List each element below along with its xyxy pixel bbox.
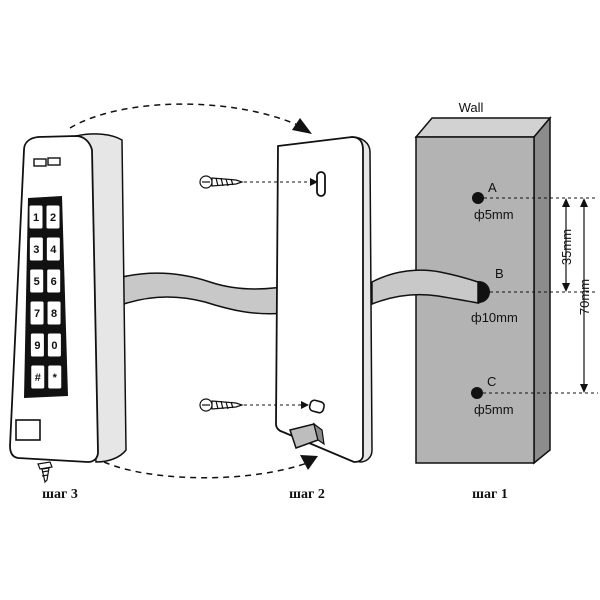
step-1-label: шаг 1	[472, 487, 508, 502]
bracket-bottom-slot	[308, 399, 325, 414]
key-label: 6	[51, 276, 57, 288]
key-9[interactable]: 9	[29, 332, 45, 358]
hole-c	[471, 387, 483, 399]
key-label: *	[53, 372, 58, 384]
dimension-70mm-label: 70mm	[577, 279, 592, 315]
key-label: 7	[34, 308, 40, 320]
curved-arrow-bottom-head	[300, 455, 318, 470]
key-4[interactable]: 4	[45, 236, 61, 262]
step-2-label: шаг 2	[289, 487, 325, 502]
hole-a	[472, 192, 484, 204]
step-3-label: шаг 3	[42, 487, 78, 502]
dimension-35mm-label: 35mm	[559, 229, 574, 265]
key-1[interactable]: 1	[28, 204, 44, 230]
cable-wall-segment	[371, 269, 487, 306]
key-8[interactable]: 8	[46, 300, 62, 326]
hole-a-diameter: ф5mm	[474, 207, 514, 222]
hole-a-letter: A	[488, 180, 497, 195]
bracket-top-slot	[316, 171, 326, 197]
key-label: 9	[34, 340, 40, 352]
dimension-extension-lines	[483, 197, 598, 394]
key-label: 8	[51, 308, 57, 320]
indicator-light-right	[47, 157, 61, 166]
screw-bottom-arrow	[301, 401, 309, 409]
keypad-screw	[37, 461, 53, 484]
key-6[interactable]: 6	[46, 268, 62, 294]
indicator-light-left	[33, 158, 47, 167]
key-label: 0	[51, 340, 57, 352]
hole-b-diameter: ф10mm	[471, 310, 518, 325]
key-2[interactable]: 2	[45, 204, 61, 230]
screw-bottom	[199, 398, 244, 412]
key-label: 4	[50, 244, 57, 256]
hole-b-letter: B	[495, 266, 504, 281]
curved-arrow-top	[69, 103, 301, 129]
curved-arrow-top-head	[292, 118, 312, 134]
key-label: 1	[33, 212, 39, 224]
key-3[interactable]: 3	[28, 236, 44, 262]
key-label: 2	[50, 212, 56, 224]
mounting-bracket	[275, 136, 373, 463]
key-7[interactable]: 7	[29, 300, 45, 326]
dimension-35mm	[562, 198, 570, 292]
dimension-70mm	[580, 198, 588, 393]
hole-c-diameter: ф5mm	[474, 402, 514, 417]
key-label: 5	[34, 276, 40, 288]
wall-side-face	[533, 115, 551, 465]
key-0[interactable]: 0	[46, 332, 62, 358]
screw-top-arrow	[310, 178, 318, 186]
wall-top-face	[414, 117, 552, 138]
key-#[interactable]: #	[30, 364, 46, 390]
hole-c-letter: C	[487, 374, 496, 389]
wall-title: Wall	[459, 100, 484, 115]
key-label: 3	[33, 244, 39, 256]
curved-arrow-bottom	[103, 461, 311, 479]
bracket-front	[275, 136, 364, 463]
key-label: #	[35, 372, 41, 384]
keypad-bottom-window	[15, 419, 41, 441]
key-5[interactable]: 5	[29, 268, 45, 294]
screw-top	[199, 175, 244, 189]
key-*[interactable]: *	[47, 364, 63, 390]
